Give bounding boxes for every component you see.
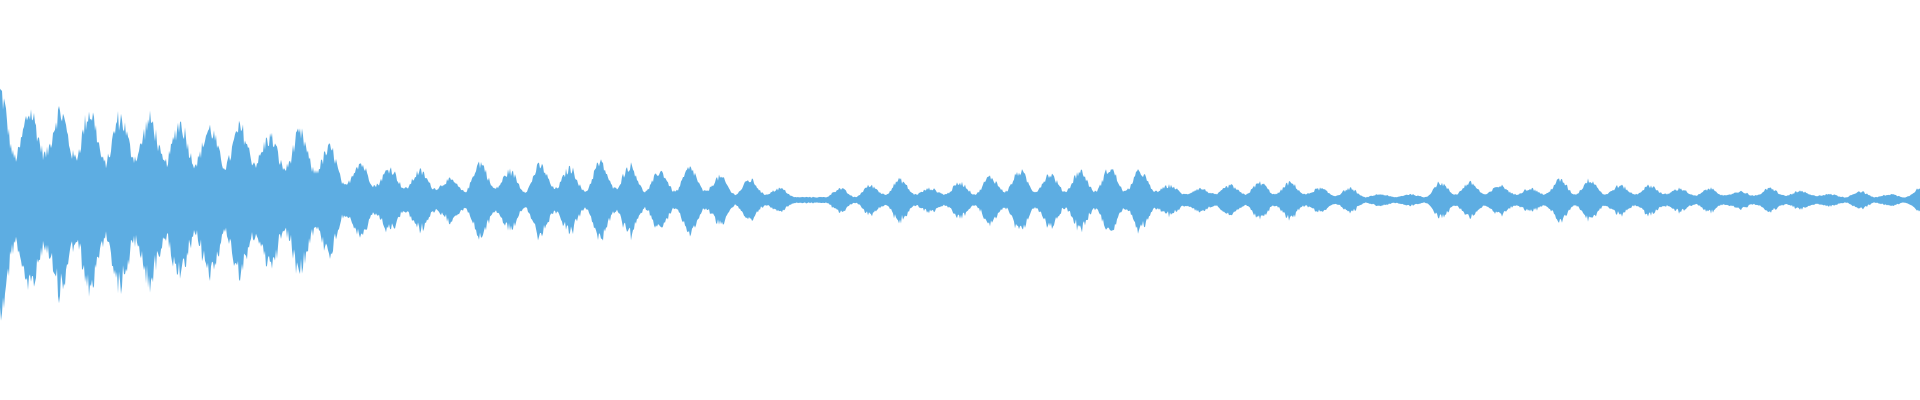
waveform-shape [0,88,1920,321]
waveform-envelope [0,88,1920,321]
